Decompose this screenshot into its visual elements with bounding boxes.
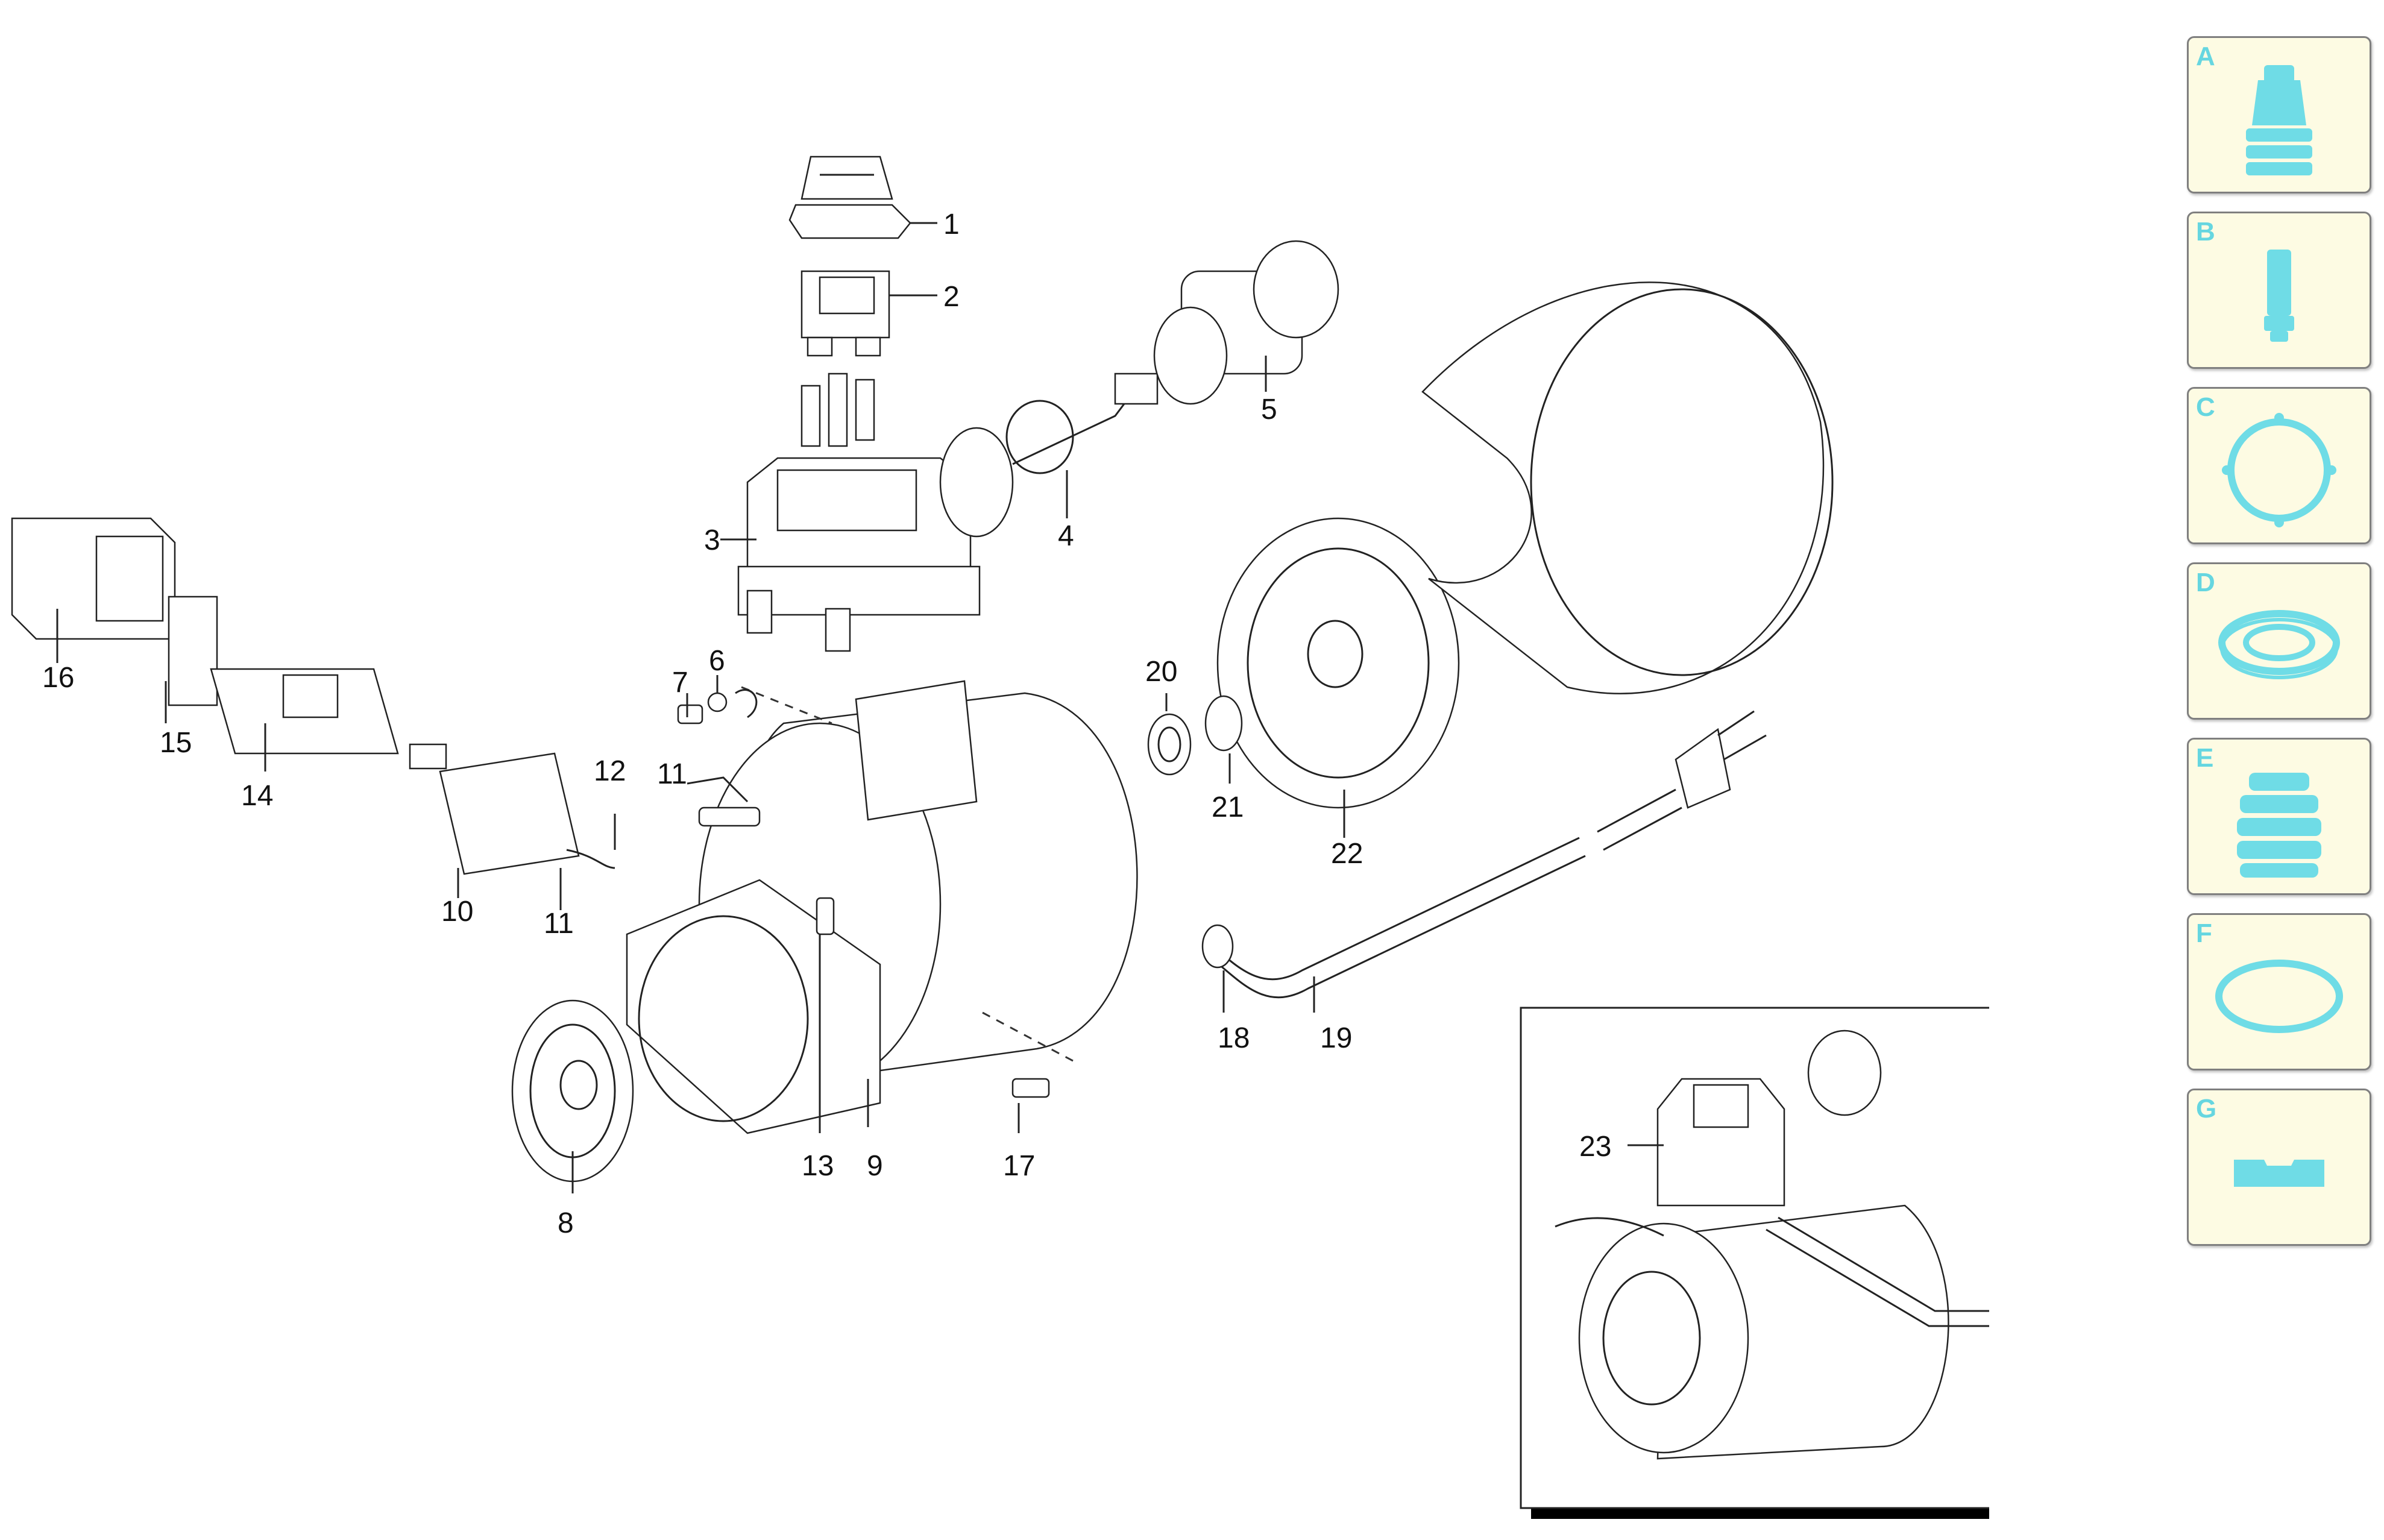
callout-21: 21 [1212, 791, 1244, 823]
callout-20: 20 [1145, 656, 1177, 688]
category-letter: F [2196, 919, 2212, 948]
callout-6: 6 [709, 645, 725, 677]
category-letter: D [2196, 568, 2215, 597]
callout-7: 7 [672, 667, 688, 699]
callout-11-top: 11 [657, 758, 687, 790]
part-switch-cover [788, 156, 937, 239]
callout-8: 8 [558, 1207, 574, 1239]
category-tile-d[interactable]: D [2187, 562, 2371, 720]
callout-3: 3 [704, 524, 720, 556]
part-junction-box [720, 372, 1014, 652]
callout-18: 18 [1218, 1022, 1250, 1054]
callout-17: 17 [1003, 1150, 1035, 1182]
callout-16: 16 [42, 662, 74, 694]
callout-14: 14 [241, 780, 273, 812]
part-rocker-switch [800, 270, 937, 357]
category-letter: C [2196, 392, 2215, 422]
bellows-icon [2237, 773, 2321, 878]
seal-ring-icon [2218, 610, 2340, 679]
part-category-sidebar: A B C D [2187, 36, 2373, 1264]
callout-19: 19 [1320, 1022, 1352, 1054]
category-letter: G [2196, 1094, 2217, 1124]
callout-15: 15 [160, 727, 192, 759]
part-capacitor [1153, 240, 1339, 405]
part-impeller-cover [511, 999, 634, 1193]
part-motor-housing [626, 680, 1138, 1134]
part-left-assembly [11, 517, 761, 910]
callout-1: 1 [943, 209, 960, 240]
callout-10: 10 [441, 896, 473, 928]
part-shaft-seals [1147, 693, 1243, 784]
category-tile-f[interactable]: F [2187, 913, 2371, 1070]
callout-5: 5 [1261, 394, 1277, 426]
part-fan-cover [1421, 281, 1834, 694]
category-letter: B [2196, 217, 2215, 247]
exploded-parts-diagram: 1 2 3 4 5 6 7 11 12 16 15 14 10 11 13 9 … [11, 156, 1989, 1519]
callout-13: 13 [802, 1150, 834, 1182]
part-cable-ring [1005, 372, 1159, 518]
pin-icon [2264, 250, 2294, 342]
flange-ring-icon [2222, 413, 2336, 527]
part-power-cable [1201, 710, 1767, 1013]
category-tile-a[interactable]: A [2187, 36, 2371, 193]
part-screw-17 [1011, 1078, 1050, 1133]
category-tile-g[interactable]: G [2187, 1089, 2371, 1246]
callout-12: 12 [594, 755, 626, 787]
callout-4: 4 [1058, 520, 1074, 552]
callout-11-bottom: 11 [544, 908, 574, 940]
part-fan [1216, 517, 1460, 838]
callout-23: 23 [1579, 1131, 1611, 1163]
nozzle-icon [2246, 65, 2312, 175]
callout-2: 2 [943, 281, 960, 313]
gasket-icon [2234, 1160, 2324, 1187]
category-tile-c[interactable]: C [2187, 387, 2371, 544]
part-screw-13 [816, 897, 835, 1133]
category-letter: A [2196, 42, 2215, 71]
category-tile-b[interactable]: B [2187, 212, 2371, 369]
category-tile-e[interactable]: E [2187, 738, 2371, 895]
o-ring-icon [2215, 960, 2343, 1033]
category-letter: E [2196, 743, 2214, 773]
assembled-motor-inset [1520, 1007, 1989, 1519]
callout-22: 22 [1331, 838, 1363, 870]
part-small-screws [677, 675, 758, 724]
callout-9: 9 [867, 1150, 883, 1182]
